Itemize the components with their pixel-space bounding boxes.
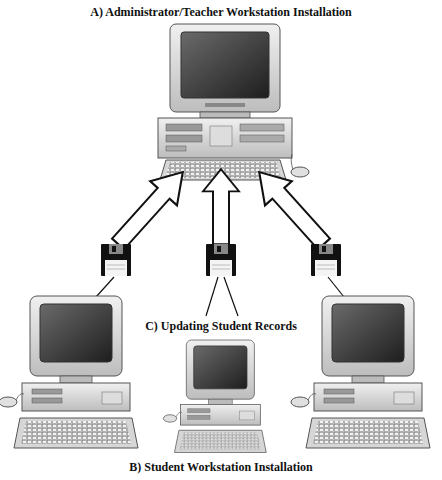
upload-arrows [105, 160, 338, 256]
floppy-disks [101, 244, 341, 276]
student-workstations [0, 296, 430, 452]
heading-label: A) Administrator/Teacher Workstation Ins… [90, 5, 351, 19]
process-label: C) Updating Student Records [145, 319, 297, 333]
leader-lines [96, 277, 344, 316]
footer-label: B) Student Workstation Installation [129, 460, 313, 474]
admin-workstation [158, 24, 309, 180]
